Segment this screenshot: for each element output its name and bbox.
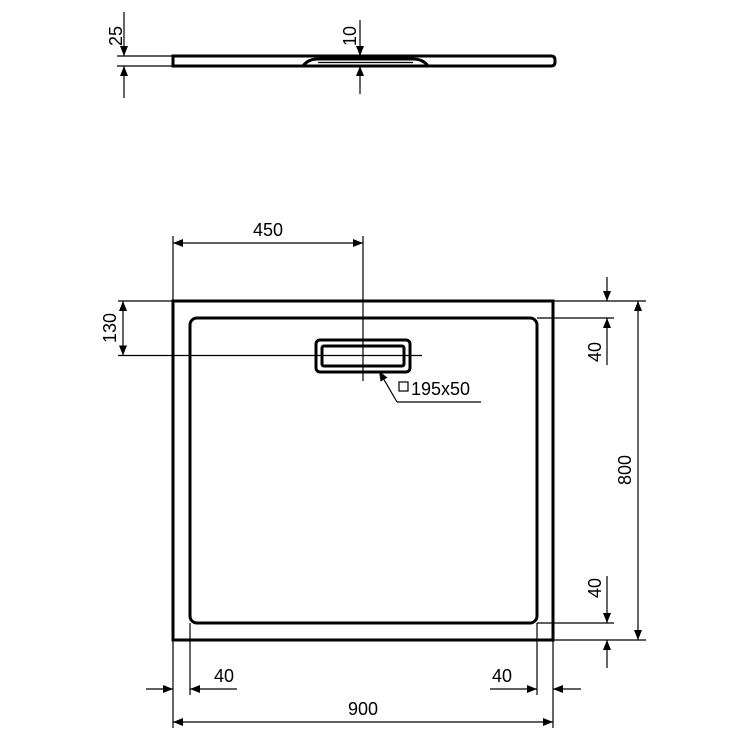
width-label: 900 — [348, 699, 378, 719]
dimension-rim-right: 40 — [490, 666, 581, 693]
drain-offset-x-label: 450 — [253, 220, 283, 240]
rim-top-label: 40 — [585, 342, 605, 362]
side-profile — [171, 54, 557, 68]
plan-view: 450 130 195x50 40 — [100, 220, 646, 728]
side-view: 25 10 — [106, 12, 557, 98]
length-label: 800 — [615, 455, 635, 485]
dimension-drain-offset-x: 450 — [172, 220, 363, 301]
drain-offset-y-label: 130 — [100, 313, 120, 343]
rim-left-label: 40 — [214, 666, 234, 686]
dimension-rim-left: 40 — [146, 666, 237, 693]
dimension-rim-bottom: 40 — [585, 576, 611, 668]
drain-depth-label: 10 — [340, 26, 360, 46]
drain-size-label: 195x50 — [411, 379, 470, 399]
thickness-label: 25 — [106, 26, 126, 46]
dimension-drain-offset-y: 130 — [100, 300, 173, 356]
square-symbol-icon — [398, 381, 409, 392]
rim-right-label: 40 — [492, 666, 512, 686]
dimension-thickness: 25 — [106, 12, 173, 98]
dimension-drain-depth: 10 — [340, 20, 364, 94]
side-drain-recess — [301, 57, 430, 67]
dimension-width: 900 — [173, 699, 553, 726]
drain-size-callout: 195x50 — [378, 370, 481, 403]
dimension-length: 800 — [615, 301, 642, 640]
dimension-rim-top: 40 — [585, 277, 611, 365]
rim-bottom-label: 40 — [585, 578, 605, 598]
